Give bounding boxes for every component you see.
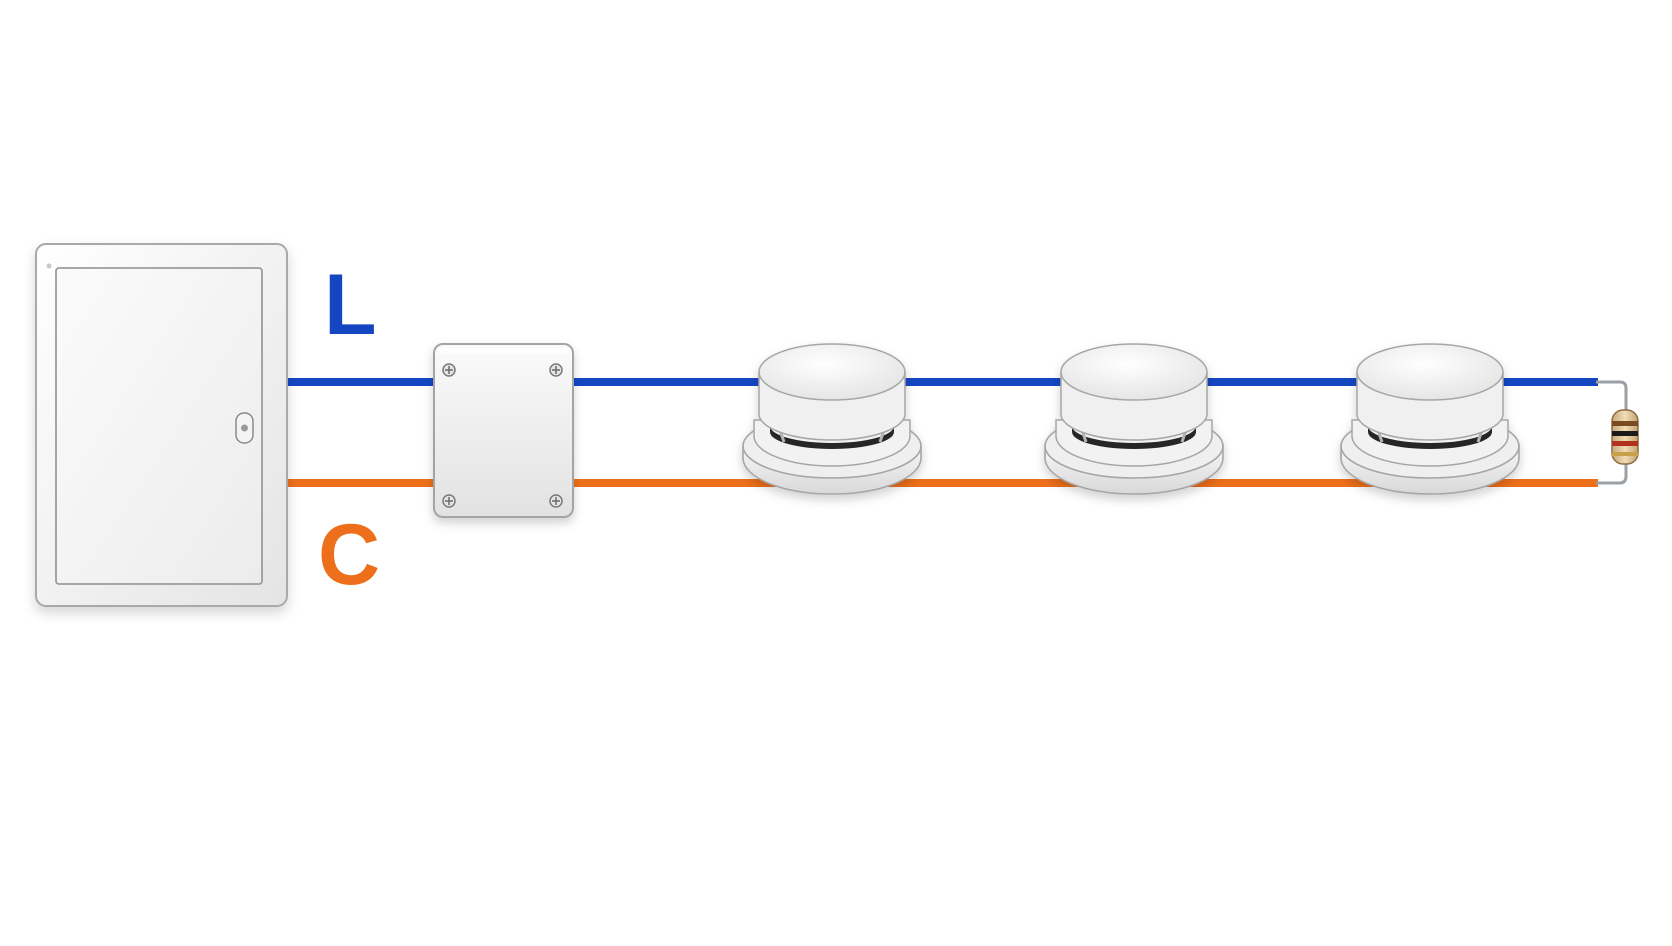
line-label: L: [324, 257, 377, 353]
screw-icon: [442, 494, 456, 508]
indicator-light-icon: [46, 263, 52, 269]
door-latch-icon: [235, 412, 254, 444]
smoke-detector: [1044, 343, 1224, 495]
end-of-line-resistor: [1611, 409, 1639, 465]
smoke-detector-icon: [1044, 343, 1224, 495]
screw-icon: [549, 494, 563, 508]
smoke-detector-icon: [1340, 343, 1520, 495]
common-label: C: [318, 507, 381, 603]
resistor-icon: [1611, 409, 1639, 465]
smoke-detector-icon: [742, 343, 922, 495]
screw-icon: [442, 363, 456, 377]
junction-box: [433, 343, 574, 518]
smoke-detector: [742, 343, 922, 495]
screw-icon: [549, 363, 563, 377]
smoke-detector: [1340, 343, 1520, 495]
control-panel: [35, 243, 288, 607]
